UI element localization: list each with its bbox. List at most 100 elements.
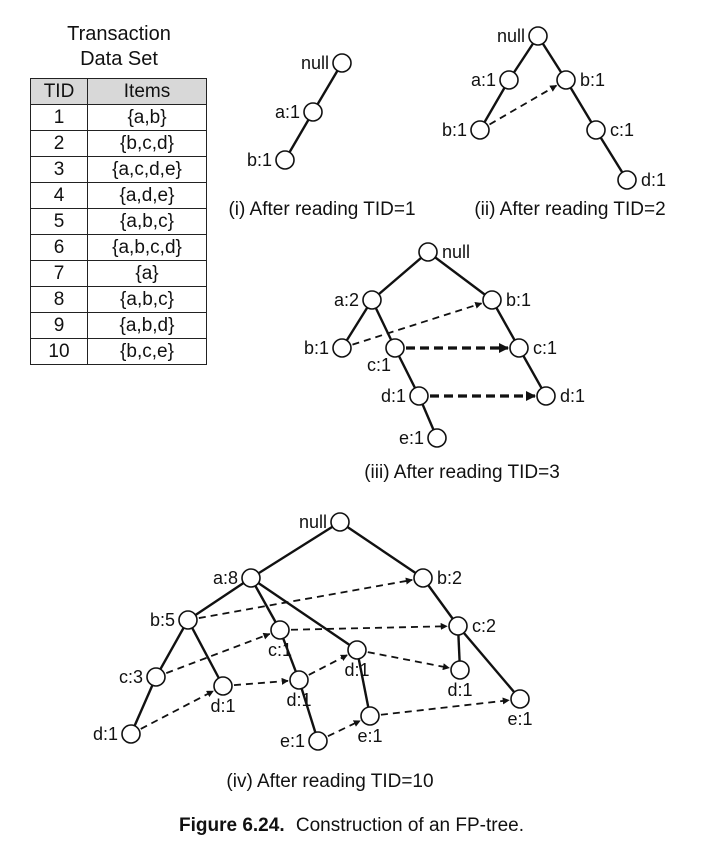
figure-title: Construction of an FP-tree.	[295, 815, 524, 836]
tree-node	[617, 170, 637, 190]
node-link-arrow	[367, 651, 450, 671]
tree-node	[330, 512, 350, 532]
node-link-arrow	[380, 697, 510, 716]
tree-node	[289, 670, 309, 690]
node-label: e:1	[399, 428, 424, 448]
node-label: b:1	[442, 120, 467, 140]
tree-node	[470, 120, 490, 140]
tree-edge	[427, 251, 493, 301]
node-label: d:1	[447, 680, 472, 700]
table-title: Transaction Data Set	[30, 22, 208, 72]
items-cell: {a}	[87, 260, 207, 287]
tree-node	[347, 640, 367, 660]
figure-caption: Figure 6.24. Construction of an FP-tree.	[0, 815, 703, 837]
items-cell: {a,c,d,e}	[87, 156, 207, 183]
node-label: null	[442, 242, 470, 262]
table-row: 10{b,c,e}	[30, 338, 207, 365]
table-row: 8{a,b,c}	[30, 286, 207, 313]
tree-node	[241, 568, 261, 588]
node-label: d:1	[641, 170, 666, 190]
node-label: null	[301, 53, 329, 73]
tree-node	[121, 724, 141, 744]
table-title-line-1: Transaction	[67, 23, 171, 45]
node-label: c:1	[533, 338, 557, 358]
node-link-arrow	[327, 719, 361, 738]
tree-node	[586, 120, 606, 140]
node-label: c:3	[119, 667, 143, 687]
node-label: d:1	[93, 724, 118, 744]
table-row: 3{a,c,d,e}	[30, 156, 207, 183]
node-link-arrow	[198, 577, 413, 619]
tree-node	[482, 290, 502, 310]
tree-node	[362, 290, 382, 310]
tree-edge	[594, 129, 629, 181]
table-row: 1{a,b}	[30, 104, 207, 131]
node-label: null	[497, 26, 525, 46]
node-label: d:1	[560, 386, 585, 406]
tree-node	[450, 660, 470, 680]
table-row: 9{a,b,d}	[30, 312, 207, 339]
tree-node	[409, 386, 429, 406]
node-label: a:2	[334, 290, 359, 310]
node-label: e:1	[357, 726, 382, 746]
tree-edge	[186, 619, 225, 687]
node-link-arrow	[308, 654, 348, 676]
node-label: b:1	[247, 150, 272, 170]
tid-cell: 8	[30, 286, 88, 313]
node-label: a:8	[213, 568, 238, 588]
tree-node	[413, 568, 433, 588]
items-cell: {a,d,e}	[87, 182, 207, 209]
node-label: d:1	[344, 660, 369, 680]
figure-number: Figure 6.24.	[179, 815, 285, 836]
node-label: c:1	[268, 640, 292, 660]
node-label: b:2	[437, 568, 462, 588]
diagram-caption: (ii) After reading TID=2	[474, 199, 665, 220]
node-label: b:1	[506, 290, 531, 310]
node-link-arrow	[352, 301, 483, 346]
node-label: null	[299, 512, 327, 532]
tree-node	[556, 70, 576, 90]
table-row: 5{a,b,c}	[30, 208, 207, 235]
tid-cell: 7	[30, 260, 88, 287]
node-label: e:1	[507, 709, 532, 729]
tid-cell: 6	[30, 234, 88, 261]
tree-node	[427, 428, 447, 448]
tree-edge	[250, 520, 341, 580]
tree-node	[332, 338, 352, 358]
column-header-items: Items	[87, 78, 207, 105]
column-header-tid: TID	[30, 78, 88, 105]
items-cell: {a,b,c,d}	[87, 234, 207, 261]
tree-edge	[355, 649, 372, 717]
tree-edge	[297, 679, 320, 742]
table-title-line-2: Data Set	[80, 48, 158, 70]
tree-node	[528, 26, 548, 46]
table-row: 6{a,b,c,d}	[30, 234, 207, 261]
tree-node	[509, 338, 529, 358]
table-row: 4{a,d,e}	[30, 182, 207, 209]
tree-node	[275, 150, 295, 170]
tree-node	[418, 242, 438, 262]
tree-node	[385, 338, 405, 358]
tree-edge	[129, 676, 158, 735]
node-link-arrow	[165, 632, 271, 674]
node-label: e:1	[280, 731, 305, 751]
tree-edge	[422, 577, 459, 627]
tree-edge	[457, 625, 521, 700]
items-cell: {b,c,d}	[87, 130, 207, 157]
node-link-arrow	[140, 690, 214, 730]
items-cell: {a,b,c}	[87, 286, 207, 313]
node-link-arrow	[290, 622, 448, 631]
table-row: 7{a}	[30, 260, 207, 287]
tid-cell: 3	[30, 156, 88, 183]
tree-edge	[187, 577, 252, 621]
node-label: d:1	[381, 386, 406, 406]
node-label: d:1	[210, 696, 235, 716]
tree-node	[448, 616, 468, 636]
tree-node	[270, 620, 290, 640]
tree-edge	[154, 619, 190, 678]
